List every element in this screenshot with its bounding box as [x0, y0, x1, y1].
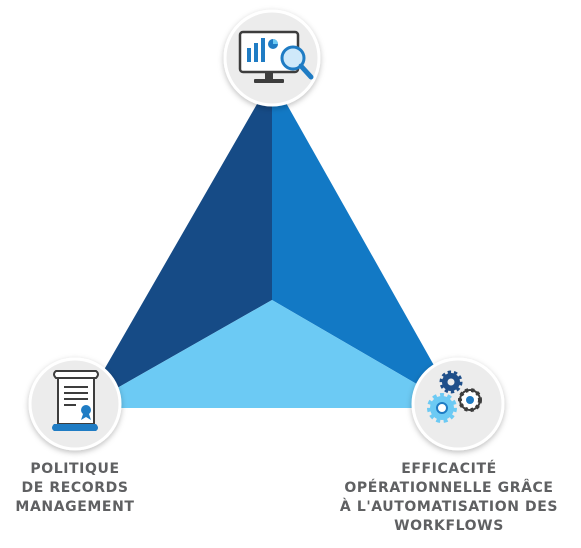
monitor-analytics-search-icon	[238, 30, 314, 83]
triangle-segment-left	[82, 78, 272, 408]
label-line: OPÉRATIONNELLE GRÂCE	[344, 480, 554, 496]
label-line: MANAGEMENT	[15, 499, 135, 515]
label-records-management: POLITIQUE DE RECORDS MANAGEMENT	[0, 460, 150, 517]
label-workflow-automation: EFFICACITÉ OPÉRATIONNELLE GRÂCE À L'AUTO…	[318, 460, 580, 536]
node-bottom-right	[411, 357, 505, 451]
label-line: EFFICACITÉ	[401, 461, 497, 477]
gears-icon	[427, 370, 482, 423]
label-line: POLITIQUE	[30, 461, 120, 477]
triangle-segment-bottom	[82, 300, 458, 408]
label-line: À L'AUTOMATISATION DES	[339, 499, 559, 515]
node-bottom-left	[28, 357, 122, 451]
certificate-scroll-icon	[52, 370, 99, 431]
triangle-segment-right	[272, 78, 458, 408]
label-line: DE RECORDS	[21, 480, 129, 496]
label-line: WORKFLOWS	[394, 518, 504, 534]
node-top	[223, 9, 321, 107]
